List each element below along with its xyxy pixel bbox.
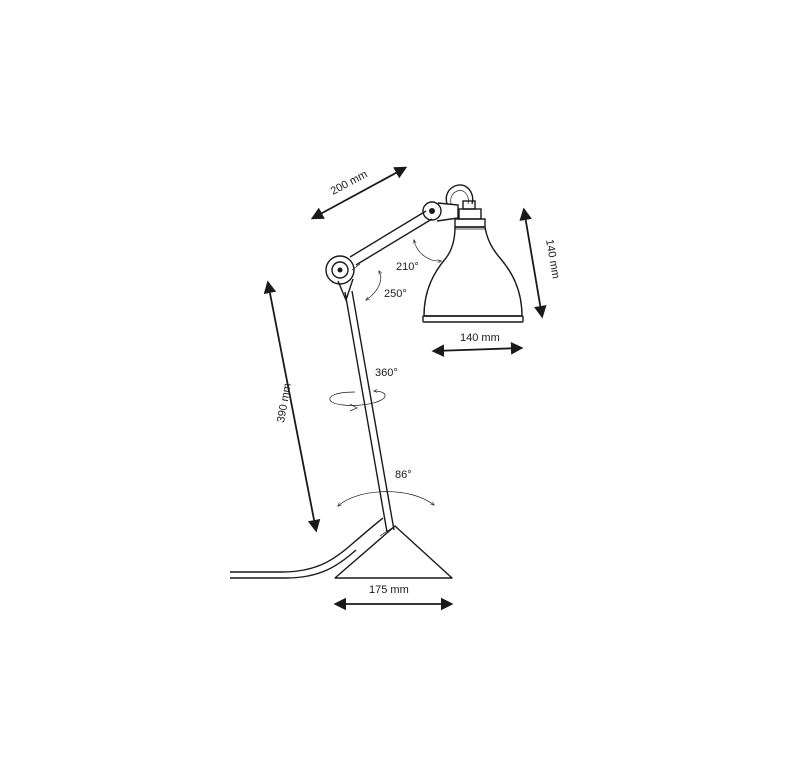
lamp-shade — [423, 226, 523, 317]
shade-rim — [422, 315, 524, 323]
arm-rotation-arrow — [366, 271, 381, 300]
shade-handle — [445, 184, 474, 205]
base-tilt-arrow — [338, 491, 434, 506]
head-rotation-arrow — [414, 240, 441, 261]
power-cable-inner — [230, 549, 357, 579]
lamp-stem — [344, 291, 388, 533]
stem-rotation-arrow-tip — [349, 403, 358, 412]
shade-width-dimension-line — [431, 342, 524, 357]
lamp-base — [334, 525, 453, 579]
upper-arm — [349, 210, 427, 258]
stem-rotation-arrow — [329, 391, 386, 406]
arm-length-dimension-line — [310, 166, 408, 220]
upper-joint — [422, 201, 459, 222]
lamp-stem-edge — [351, 290, 395, 531]
base-width-label: 175 mm — [369, 584, 409, 596]
power-cable — [230, 517, 384, 573]
base-tilt-label: 86° — [395, 469, 412, 481]
head-rotation-label: 210° — [396, 261, 419, 273]
stem-rotation-label: 360° — [375, 367, 398, 379]
arm-rotation-label: 250° — [384, 288, 407, 300]
shade-cap — [454, 200, 486, 228]
arm-clamp — [351, 263, 361, 271]
upper-arm-edge — [355, 218, 433, 266]
stem-height-dimension-line — [263, 280, 321, 533]
shade-width-label: 140 mm — [460, 332, 500, 344]
lower-joint — [325, 255, 355, 302]
shade-height-label: 140 mm — [543, 238, 562, 279]
arm-length-label: 200 mm — [329, 168, 370, 197]
shade-height-dimension-line — [519, 207, 547, 319]
